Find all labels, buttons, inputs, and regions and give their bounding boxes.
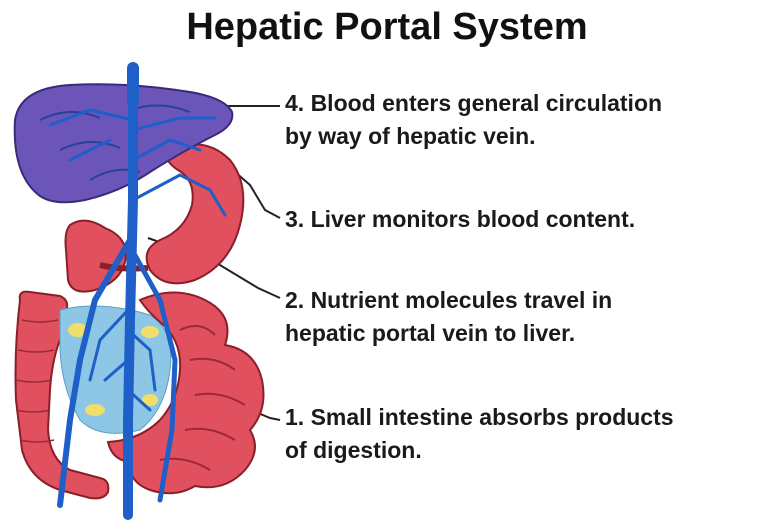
step-4-line-2: by way of hepatic vein. xyxy=(285,120,662,153)
page-title: Hepatic Portal System xyxy=(0,6,774,49)
leader-line-1 xyxy=(258,413,280,420)
step-3-line-1: 3. Liver monitors blood content. xyxy=(285,203,635,236)
step-1-label: 1. Small intestine absorbs products of d… xyxy=(285,401,674,467)
step-3-label: 3. Liver monitors blood content. xyxy=(285,203,635,236)
step-1-line-1: 1. Small intestine absorbs products xyxy=(285,401,674,434)
step-2-label: 2. Nutrient molecules travel in hepatic … xyxy=(285,284,612,350)
step-4-line-1: 4. Blood enters general circulation xyxy=(285,87,662,120)
step-1-line-2: of digestion. xyxy=(285,434,674,467)
step-4-label: 4. Blood enters general circulation by w… xyxy=(285,87,662,153)
step-2-line-2: hepatic portal vein to liver. xyxy=(285,317,612,350)
step-2-line-1: 2. Nutrient molecules travel in xyxy=(285,284,612,317)
